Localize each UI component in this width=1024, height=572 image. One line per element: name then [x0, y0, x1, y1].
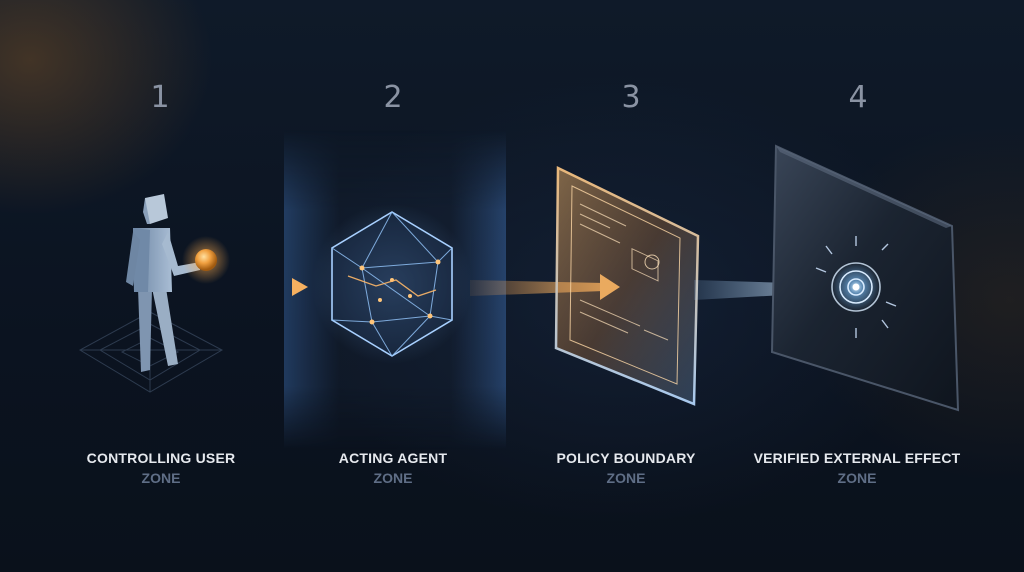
step-number-1: 1	[150, 80, 170, 115]
energy-orb-icon	[195, 249, 217, 271]
policy-panel-icon	[554, 166, 700, 406]
zone-title: VERIFIED EXTERNAL EFFECT	[753, 450, 961, 466]
arrow-user-to-agent	[226, 278, 308, 296]
step-number-4: 4	[848, 80, 868, 115]
zone-subtitle: ZONE	[373, 470, 413, 486]
zone-label-controlling-user: CONTROLLING USER ZONE	[41, 450, 281, 486]
target-screen-icon	[770, 144, 960, 412]
zone-label-acting-agent: ACTING AGENT ZONE	[273, 450, 513, 486]
zone-subtitle: ZONE	[606, 470, 646, 486]
zone-title: CONTROLLING USER	[86, 450, 236, 466]
step-number-2: 2	[383, 80, 403, 115]
zone-title: ACTING AGENT	[338, 450, 448, 466]
user-figure-icon	[78, 194, 230, 393]
zone-subtitle: ZONE	[837, 470, 877, 486]
step-number-3: 3	[621, 80, 641, 115]
zone-title: POLICY BOUNDARY	[556, 450, 696, 466]
zone-subtitle: ZONE	[141, 470, 181, 486]
zone-label-policy-boundary: POLICY BOUNDARY ZONE	[506, 450, 746, 486]
crystal-agent-icon	[312, 204, 472, 364]
zone-label-verified-external-effect: VERIFIED EXTERNAL EFFECT ZONE	[737, 450, 977, 486]
